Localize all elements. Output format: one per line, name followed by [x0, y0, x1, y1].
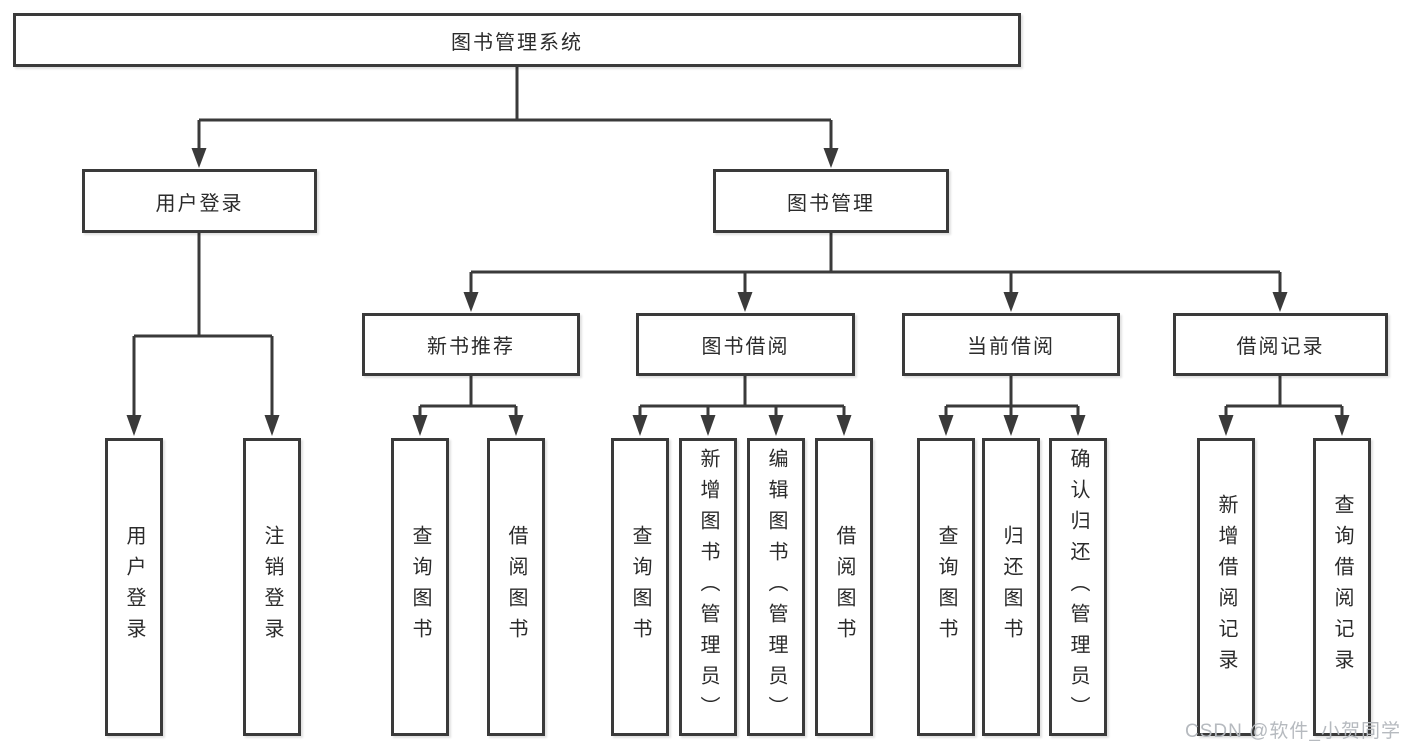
connector-root-to-level2 — [191, 67, 839, 168]
connector-user-login-to-leaves — [126, 233, 280, 436]
csdn-watermark: CSDN @软件_小贺同学 — [1185, 721, 1401, 742]
leaf-records-add-record: 新增借阅记录 — [1197, 438, 1255, 736]
node-label: 查询图书 — [629, 525, 651, 649]
leaf-current-return-books: 归还图书 — [982, 438, 1040, 736]
connector-borrow-records-to-leaves — [1218, 376, 1350, 436]
leaf-current-confirm-return-admin: 确认归还（管理员） — [1049, 438, 1107, 736]
node-label: 图书借阅 — [701, 336, 790, 358]
node-label: 归还图书 — [1000, 525, 1022, 649]
leaf-current-query-books: 查询图书 — [917, 438, 975, 736]
node-book-borrow: 图书借阅 — [636, 313, 855, 376]
node-library-management-system: 图书管理系统 — [13, 13, 1021, 67]
node-label: 注销登录 — [261, 525, 283, 649]
node-label: 新书推荐 — [427, 336, 515, 358]
connector-book-management-to-level3 — [463, 233, 1288, 312]
leaf-logout: 注销登录 — [243, 438, 301, 736]
node-new-book-recommend: 新书推荐 — [362, 313, 580, 376]
node-label: 新增图书（管理员） — [697, 447, 719, 727]
node-label: 查询图书 — [409, 525, 431, 649]
leaf-recommend-borrow-books: 借阅图书 — [487, 438, 545, 736]
leaf-borrow-query-books: 查询图书 — [611, 438, 669, 736]
node-label: 查询图书 — [935, 525, 957, 649]
node-current-borrow: 当前借阅 — [902, 313, 1120, 376]
connector-current-borrow-to-leaves — [938, 376, 1086, 436]
leaf-recommend-query-books: 查询图书 — [391, 438, 449, 736]
leaf-borrow-borrow-books: 借阅图书 — [815, 438, 873, 736]
node-label: 借阅图书 — [833, 525, 855, 649]
node-book-management: 图书管理 — [713, 169, 949, 233]
node-label: 借阅图书 — [505, 525, 527, 649]
node-label: 用户登录 — [123, 525, 145, 649]
leaf-borrow-edit-books-admin: 编辑图书（管理员） — [747, 438, 805, 736]
node-label: 查询借阅记录 — [1331, 494, 1353, 680]
node-label: 当前借阅 — [967, 336, 1055, 358]
leaf-user-login: 用户登录 — [105, 438, 163, 736]
leaf-borrow-add-books-admin: 新增图书（管理员） — [679, 438, 737, 736]
node-label: 编辑图书（管理员） — [765, 447, 787, 727]
node-user-login: 用户登录 — [82, 169, 317, 233]
node-label: 图书管理 — [787, 192, 875, 215]
node-label: 图书管理系统 — [451, 31, 583, 54]
connector-new-book-recommend-to-leaves — [412, 376, 524, 436]
node-label: 用户登录 — [155, 192, 244, 215]
node-label: 借阅记录 — [1236, 336, 1325, 358]
connector-book-borrow-to-leaves — [632, 376, 852, 436]
leaf-records-query-record: 查询借阅记录 — [1313, 438, 1371, 736]
node-label: 新增借阅记录 — [1215, 494, 1237, 680]
node-label: 确认归还（管理员） — [1067, 447, 1089, 727]
node-borrow-records: 借阅记录 — [1173, 313, 1388, 376]
